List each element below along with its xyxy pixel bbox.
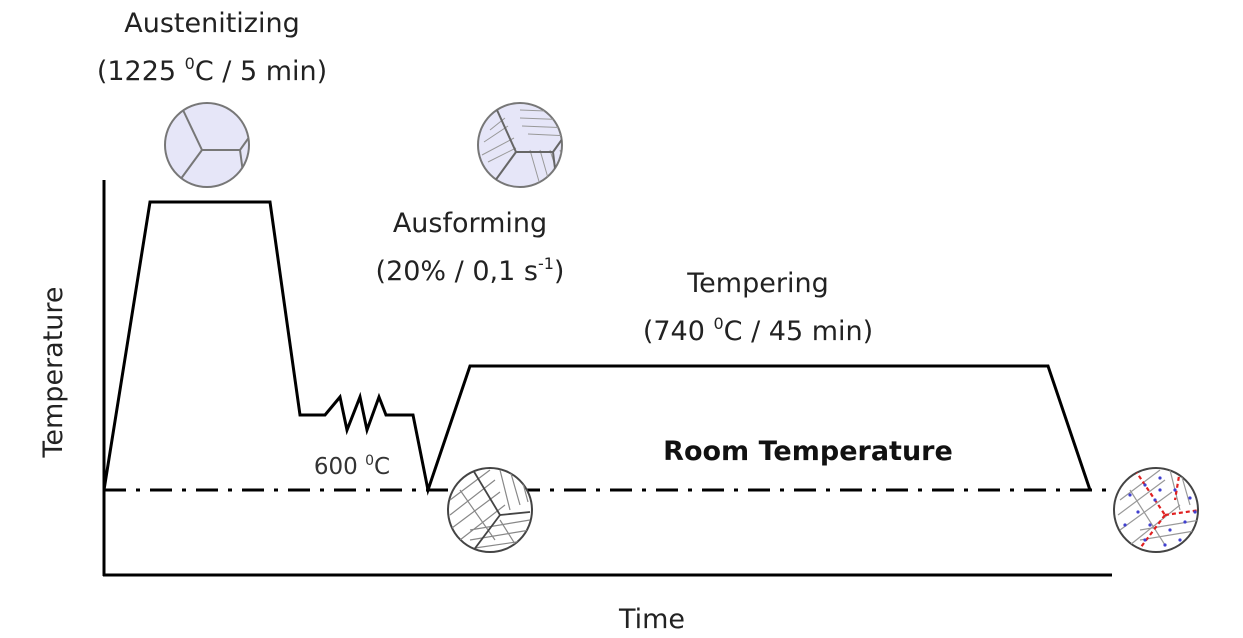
austenitizing-title: Austenitizing xyxy=(124,8,299,39)
ausforming-params: (20% / 0,1 s-1) xyxy=(376,254,565,287)
tempering-params: (740 0C / 45 min) xyxy=(643,314,873,347)
austenite-microstructure-icon xyxy=(164,102,250,188)
x-axis-label: Time xyxy=(618,604,685,635)
room-temperature-label: Room Temperature xyxy=(663,436,953,467)
austenitizing-params: (1225 0C / 5 min) xyxy=(97,54,327,87)
ausforming-title: Ausforming xyxy=(393,208,547,239)
martensite-microstructure-icon xyxy=(447,467,533,553)
hold-temperature-label: 600 0C xyxy=(314,453,390,480)
temperature-profile xyxy=(102,200,1092,496)
tempering-title: Tempering xyxy=(686,268,828,299)
ausformed-microstructure-icon xyxy=(477,102,563,188)
tempered-microstructure-icon xyxy=(1113,467,1199,553)
y-axis-label: Temperature xyxy=(38,286,69,458)
